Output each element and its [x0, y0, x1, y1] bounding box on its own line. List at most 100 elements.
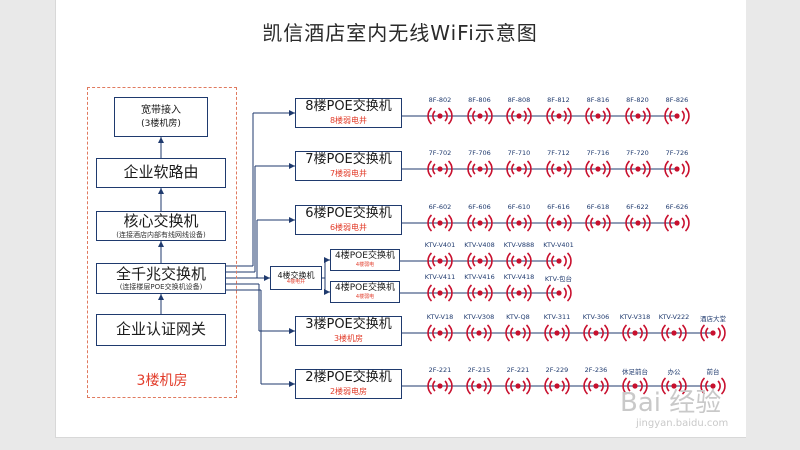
wifi-signal-icon	[624, 107, 651, 125]
server-room-frame	[87, 87, 237, 398]
access-point: KTV-V418	[499, 273, 539, 307]
access-point: 办公	[654, 366, 694, 400]
wifi-signal-icon	[427, 107, 453, 125]
wifi-signal-icon	[624, 160, 651, 178]
wifi-signal-icon	[466, 214, 493, 232]
access-point-label: 7F-720	[626, 149, 649, 157]
access-point-label: KTV-V318	[619, 313, 651, 321]
access-point-label: KTV-Q8	[506, 313, 530, 321]
wifi-signal-icon	[505, 324, 531, 342]
core-switch-box: 核心交换机 (连接酒店内部有线网线设备)	[96, 211, 226, 241]
access-point: 6F-616	[539, 203, 579, 237]
access-point: 6F-618	[578, 203, 618, 237]
poe-switch-location: 8楼弱电井	[329, 116, 368, 126]
poe-switch-location: 3楼机房	[333, 334, 364, 344]
broadband-location: (3楼机房)	[141, 119, 181, 130]
wifi-signal-icon	[506, 214, 532, 232]
access-point: KTV-V416	[460, 273, 500, 307]
wifi-signal-icon	[466, 284, 493, 302]
wifi-signal-icon	[661, 324, 687, 342]
mid-switch-label: 4楼交换机	[277, 270, 315, 280]
poe-switch-location: 4楼弱电	[355, 293, 375, 300]
watermark-url: jingyan.baidu.com	[636, 418, 729, 429]
wifi-signal-icon	[427, 252, 453, 270]
access-point: 6F-626	[657, 203, 697, 237]
arrow-to-switch-6	[289, 381, 295, 387]
access-point: KTV-V411	[420, 273, 460, 307]
arrow-to-mid	[264, 275, 270, 281]
poe-switch-label: 7楼POE交换机	[305, 152, 392, 168]
wifi-signal-icon	[545, 107, 572, 125]
wifi-signal-icon	[585, 214, 611, 232]
access-point-label: 7F-706	[468, 149, 491, 157]
access-point-label: KTV-V18	[426, 313, 454, 321]
wifi-signal-icon	[545, 160, 572, 178]
access-point: 7F-726	[657, 149, 697, 183]
access-point-label: 6F-606	[468, 203, 491, 211]
access-point: 7F-712	[539, 149, 579, 183]
poe-switch-location: 2楼弱电房	[329, 387, 368, 397]
access-point-label: 6F-602	[428, 203, 452, 211]
access-point-label: 7F-726	[665, 149, 689, 157]
wifi-signal-icon	[506, 107, 532, 125]
wifi-signal-icon	[583, 324, 609, 342]
broadband-box: 宽带接入 (3楼机房)	[114, 97, 208, 137]
access-point-label: KTV-V418	[503, 273, 535, 281]
access-point: 8F-820	[618, 96, 658, 130]
wifi-signal-icon	[622, 377, 648, 395]
wifi-signal-icon	[585, 160, 611, 178]
wifi-signal-icon	[466, 324, 492, 342]
access-point: 2F-215	[459, 366, 499, 400]
access-point: KTV-V401	[420, 241, 460, 275]
access-point-label: KTV-V222	[658, 313, 690, 321]
access-point: 6F-622	[618, 203, 658, 237]
access-point: KTV-V401	[539, 241, 579, 275]
wifi-signal-icon	[427, 160, 453, 178]
gigabit-switch-box: 全千兆交换机 (连接楼层POE交换机设备)	[96, 263, 226, 294]
wifi-signal-icon	[664, 214, 690, 232]
access-point-label: 6F-616	[547, 203, 570, 211]
access-point-label: 办公	[667, 368, 681, 376]
wifi-signal-icon	[466, 107, 493, 125]
arrow-to-switch-5	[289, 328, 295, 334]
access-point: 2F-221	[498, 366, 538, 400]
access-point-label: 7F-716	[586, 149, 610, 157]
access-point-label: 前台	[706, 368, 720, 376]
access-point: KTV-306	[576, 313, 616, 347]
wifi-signal-icon	[622, 324, 648, 342]
poe-switch-location: 7楼弱电井	[329, 169, 368, 179]
access-point-label: KTV-V888	[503, 241, 535, 249]
poe-switch-location: 4楼弱电	[355, 261, 375, 268]
wifi-signal-icon	[544, 377, 570, 395]
auth-gateway-box: 企业认证网关	[96, 314, 226, 346]
poe-switch-label: 8楼POE交换机	[305, 99, 392, 115]
router-label: 企业软路由	[123, 163, 199, 182]
wifi-signal-icon	[700, 377, 726, 395]
wifi-signal-icon	[545, 252, 572, 270]
access-point: 8F-816	[578, 96, 618, 130]
poe-switch-label: 2楼POE交换机	[305, 370, 392, 386]
wifi-signal-icon	[545, 214, 572, 232]
access-point-label: 7F-702	[428, 149, 452, 157]
access-point-label: KTV-V401	[424, 241, 456, 249]
wifi-signal-icon	[624, 214, 651, 232]
access-point-label: 酒店大堂	[700, 315, 726, 323]
mid-switch-note: 4楼电井	[286, 278, 306, 285]
access-point-label: 6F-626	[665, 203, 689, 211]
access-point-label: 2F-236	[584, 366, 608, 374]
access-point: 7F-716	[578, 149, 618, 183]
access-point: 8F-802	[420, 96, 460, 130]
access-point: 6F-606	[460, 203, 500, 237]
wifi-signal-icon	[466, 252, 493, 270]
arrow-up	[158, 294, 164, 300]
access-point: 前台	[693, 366, 733, 400]
access-point-label: 2F-215	[467, 366, 491, 374]
access-point: 7F-720	[618, 149, 658, 183]
access-point-label: KTV-V416	[464, 273, 495, 281]
access-point-label: 2F-229	[545, 366, 569, 374]
wifi-signal-icon	[664, 160, 690, 178]
access-point: KTV-V222	[654, 313, 694, 347]
access-point-label: 8F-808	[507, 96, 531, 104]
